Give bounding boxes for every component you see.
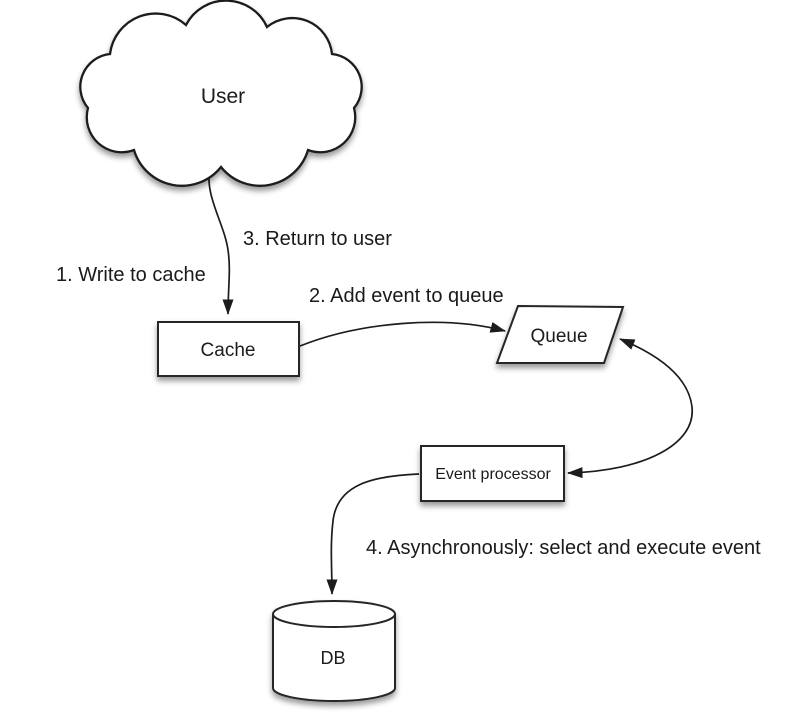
label-write-to-cache: 1. Write to cache — [56, 264, 206, 286]
db-label: DB — [320, 648, 345, 668]
queue-node: Queue — [495, 304, 625, 364]
event-processor-node: Event processor — [420, 445, 565, 502]
label-add-event-to-queue: 2. Add event to queue — [309, 285, 504, 307]
arrow-cache-to-queue — [299, 321, 506, 347]
event-processor-box — [420, 445, 565, 502]
db-cylinder-body — [272, 614, 396, 702]
event-processor-label: Event processor — [435, 466, 551, 483]
label-async-select-execute: 4. Asynchronously: select and execute ev… — [366, 537, 761, 559]
label-return-to-user: 3. Return to user — [243, 228, 392, 250]
user-cloud-node: User — [79, 0, 363, 187]
cloud-shape — [79, 0, 363, 187]
cache-node: Cache — [157, 321, 300, 377]
queue-label: Queue — [530, 326, 587, 347]
user-label: User — [201, 85, 245, 108]
db-node: DB — [272, 600, 396, 702]
arrow-event-processor-to-db — [326, 473, 420, 595]
cache-label: Cache — [201, 340, 256, 361]
arrow-user-to-cache — [208, 165, 234, 315]
queue-parallelogram — [495, 304, 625, 364]
arrow-queue-event-processor — [567, 338, 693, 479]
db-cylinder-top — [272, 600, 396, 628]
cache-box — [157, 321, 300, 377]
